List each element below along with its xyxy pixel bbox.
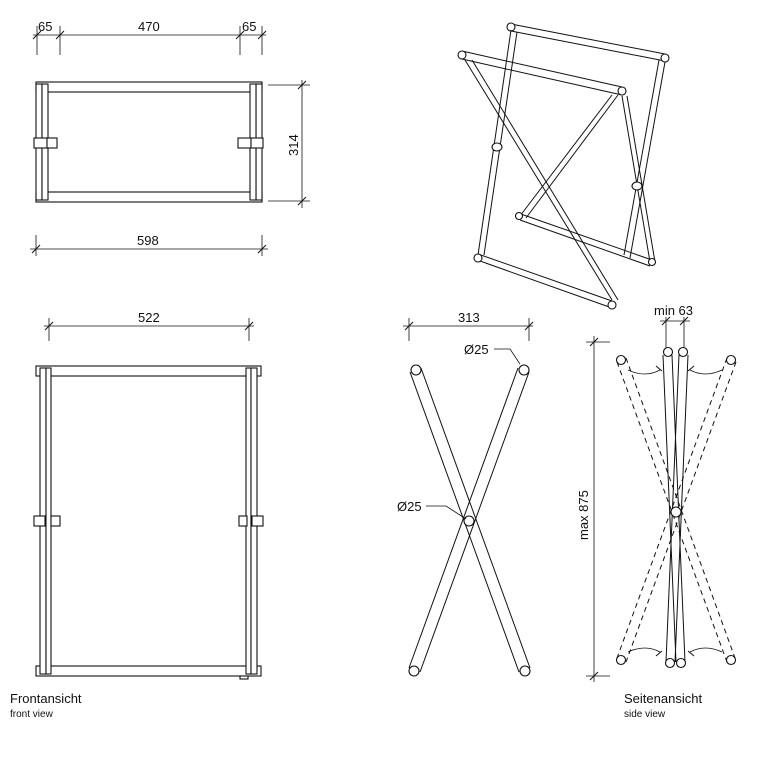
top-view-frame xyxy=(33,81,264,203)
front-view-caption: Frontansicht xyxy=(10,691,82,706)
side-view-caption-en: side view xyxy=(624,709,666,720)
front-view: 522 Frontansicht front view xyxy=(10,310,264,720)
front-view-frame xyxy=(33,365,264,680)
dim-65-right: 65 xyxy=(242,19,256,34)
top-view-dimension-total: 598 xyxy=(30,233,268,256)
dim-max-875: max 875 xyxy=(576,490,591,540)
cross-view-dimension-width: 313 xyxy=(403,310,534,341)
side-view-caption: Seitenansicht xyxy=(624,691,702,706)
dim-314: 314 xyxy=(286,134,301,156)
dim-522: 522 xyxy=(138,310,160,325)
top-view-dimension-height: 314 xyxy=(268,80,310,208)
dim-min-63: min 63 xyxy=(654,303,693,318)
dim-598: 598 xyxy=(137,233,159,248)
side-view-dimension-min: min 63 xyxy=(654,303,693,348)
top-view-dimension-width: 65 470 65 xyxy=(32,19,267,55)
side-view: min 63 max 875 xyxy=(576,303,737,720)
dim-470: 470 xyxy=(138,19,160,34)
dim-313: 313 xyxy=(458,310,480,325)
dim-diameter-mid: Ø25 xyxy=(397,499,422,514)
isometric-view xyxy=(457,22,670,310)
dim-diameter-top: Ø25 xyxy=(464,342,489,357)
front-view-dimension-width: 522 xyxy=(44,310,254,341)
top-view: 65 470 65 314 xyxy=(30,19,310,256)
cross-view: 313 Ø25 Ø25 xyxy=(397,310,534,677)
front-view-caption-en: front view xyxy=(10,709,54,720)
dim-65-left: 65 xyxy=(38,19,52,34)
side-view-dimension-max: max 875 xyxy=(576,336,610,682)
